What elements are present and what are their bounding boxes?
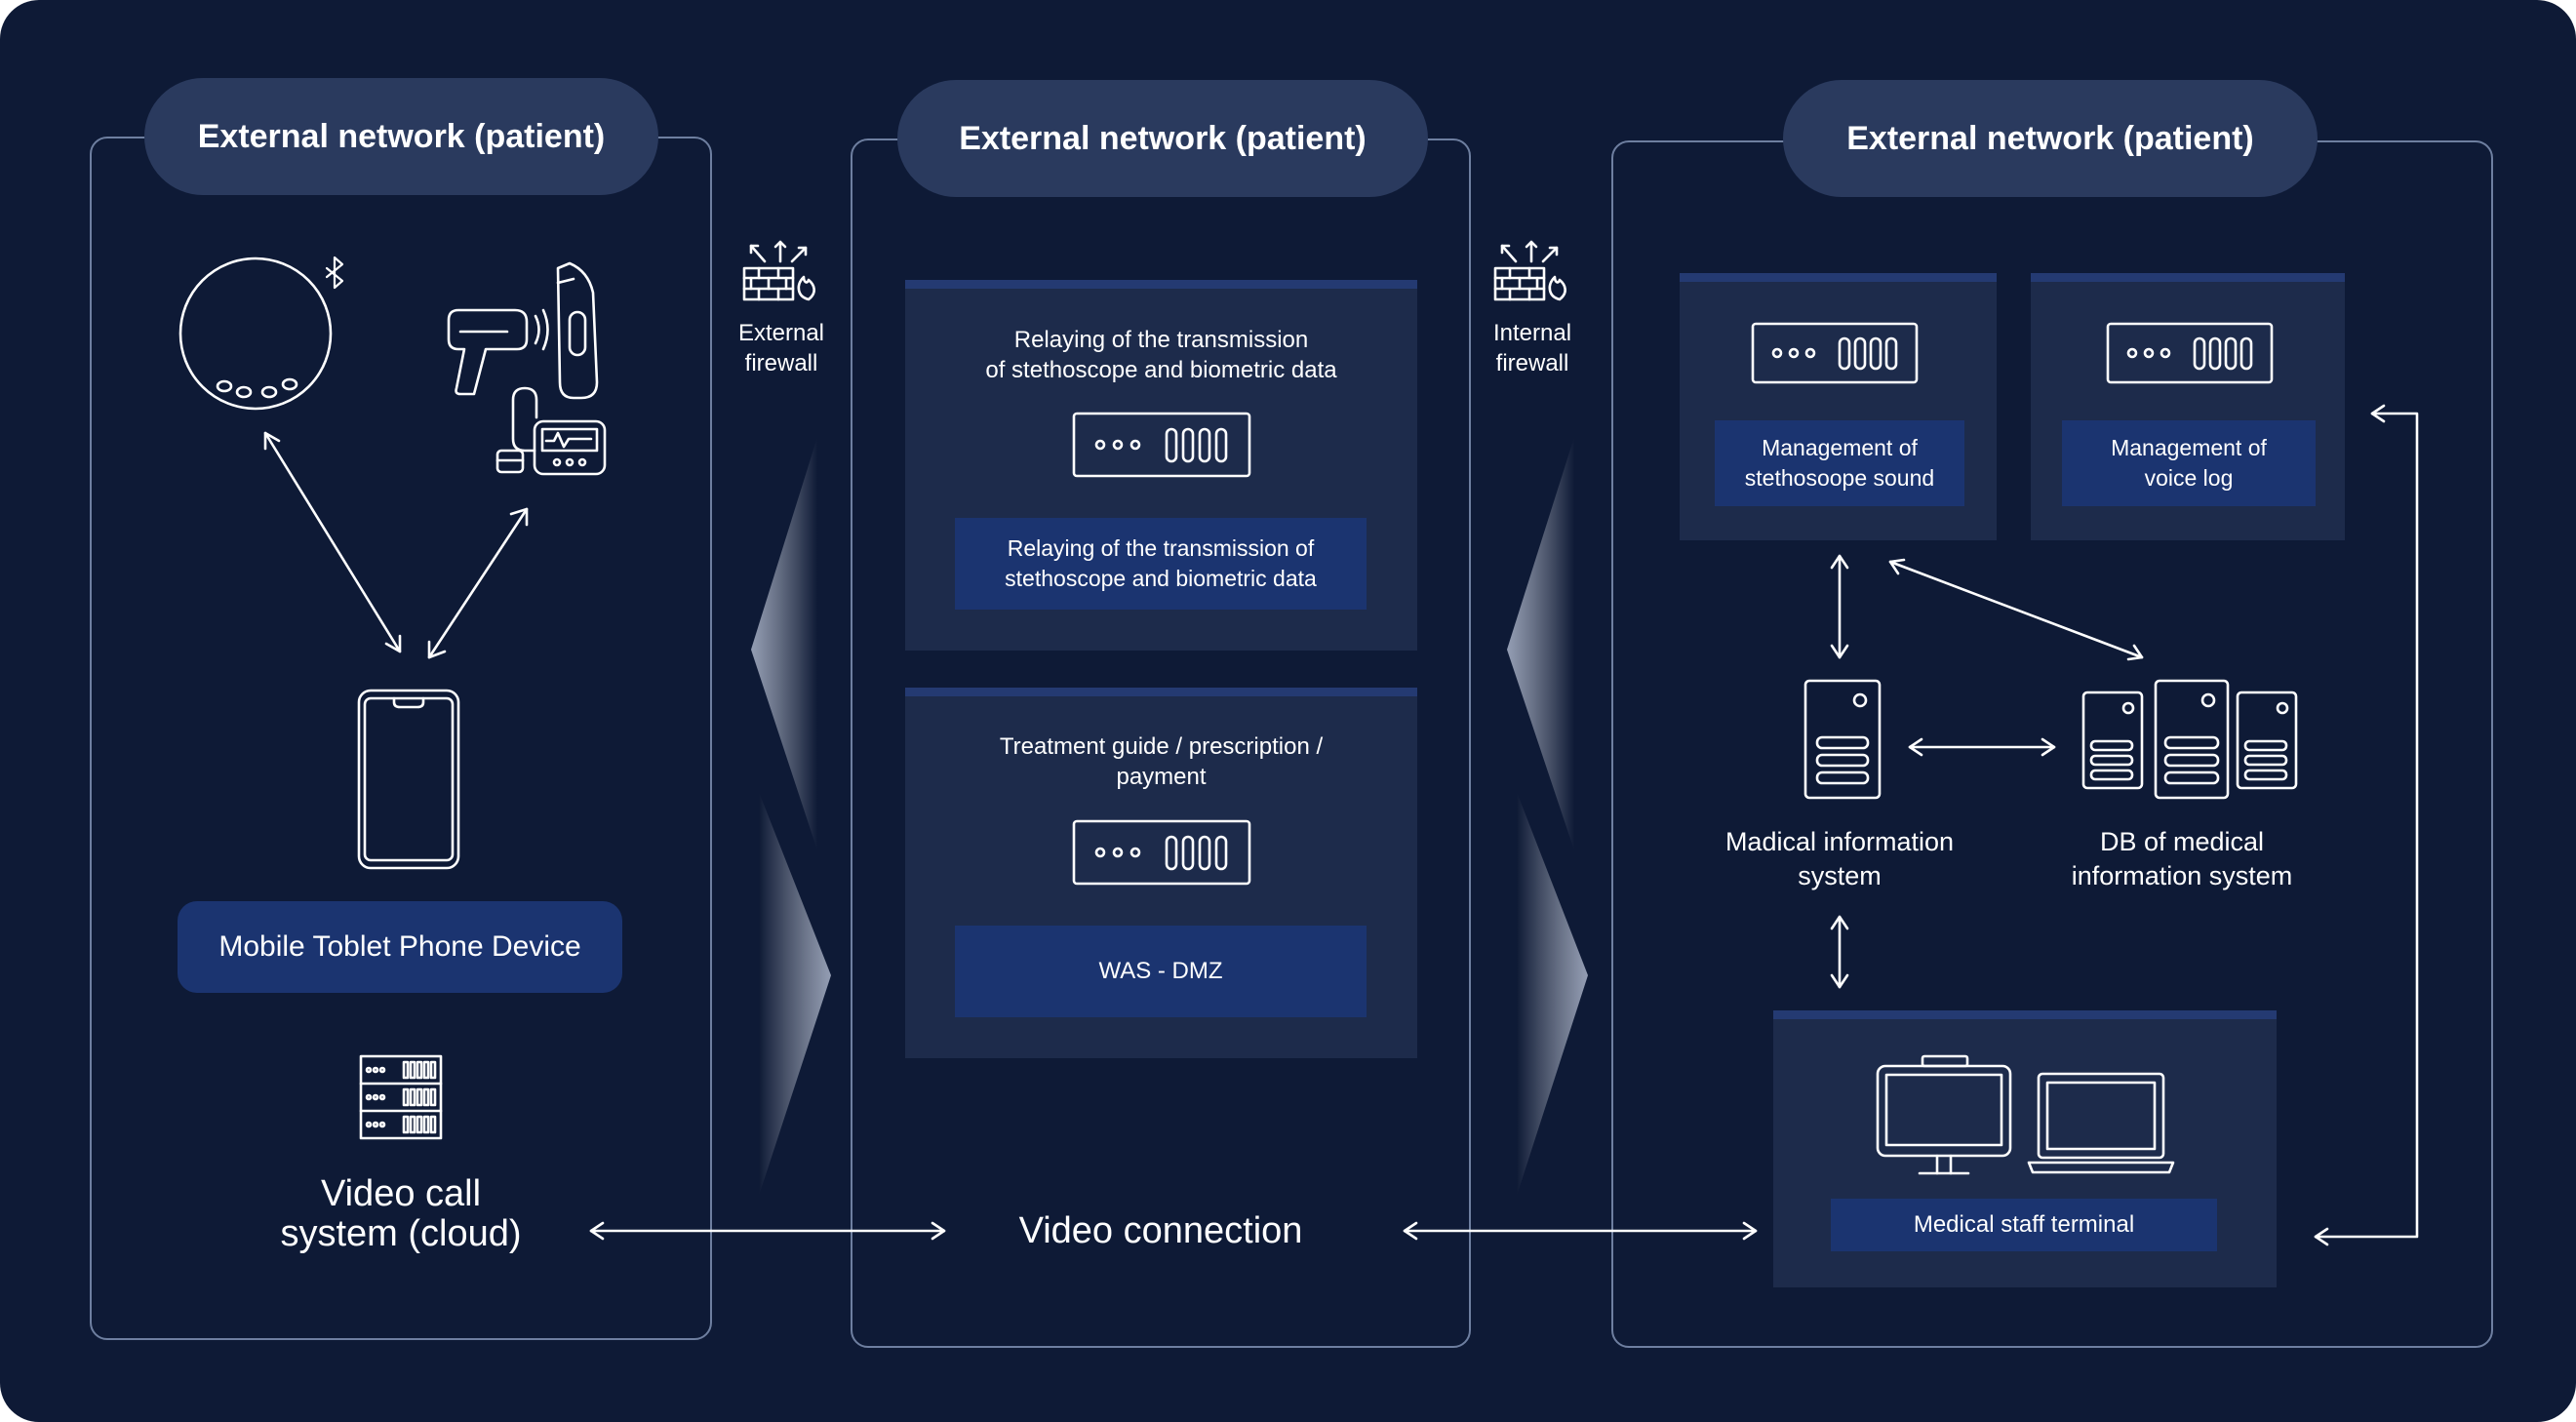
voice-log-server-icon (2106, 322, 2274, 384)
video-connection-label: Video connection (1018, 1210, 1303, 1251)
medical-information-system-label: Madical information system (1684, 825, 1996, 893)
smart-speaker-icon (178, 257, 333, 411)
internal-firewall-wedges (1507, 437, 1588, 1196)
was-dmz-label: WAS - DMZ (955, 926, 1367, 1017)
treatment-heading-line2: payment (1116, 764, 1207, 791)
relay-label: Relaying of the transmission of stethosco… (955, 518, 1367, 610)
external-firewall-label: External firewall (712, 318, 851, 378)
storage-mis-arrow (1830, 554, 1849, 659)
zone-title-middle: External network (patient) (897, 80, 1428, 197)
mis-label-line1: Madical information (1724, 827, 1955, 856)
video-call-line2: system (cloud) (280, 1213, 522, 1255)
relay-heading-line2: of stethoscope and biometric data (985, 357, 1337, 384)
medical-staff-terminal-text: Medical staff terminal (1913, 1210, 2135, 1238)
terminal-feedback-arrow (2314, 404, 2419, 1246)
mobile-device-label-text: Mobile Toblet Phone Device (218, 930, 581, 963)
db-label-line2: information system (2071, 861, 2293, 891)
external-firewall-line2: firewall (744, 350, 818, 377)
internal-firewall-line1: Internal (1492, 320, 1572, 346)
relay-label-line1: Relaying of the transmission of (1007, 534, 1315, 561)
video-connection-arrow (1403, 1221, 1758, 1241)
relay-heading-line1: Relaying of the transmission (1013, 327, 1309, 353)
smartphone-icon (357, 689, 460, 870)
medical-db-label: DB of medical information system (2023, 825, 2341, 893)
stethoscope-sound-label: Management of stethosoope sound (1715, 420, 1964, 506)
internal-firewall-icon (1493, 240, 1566, 301)
internal-firewall-line2: firewall (1495, 350, 1569, 377)
stethoscope-label-line1: Management of (1762, 434, 1918, 460)
mobile-device-label: Mobile Toblet Phone Device (178, 901, 622, 993)
devices-phone-arrow (427, 507, 529, 659)
zone-title-right: External network (patient) (1783, 80, 2318, 197)
was-dmz-label-text: WAS - DMZ (1098, 957, 1223, 984)
external-firewall-line1: External (737, 320, 825, 346)
voice-label-line2: voice log (2144, 465, 2234, 491)
blood-pressure-monitor-icon (495, 386, 607, 476)
mis-terminal-arrow (1830, 915, 1849, 989)
medical-information-system-tower-icon (1803, 679, 1882, 800)
relay-card-heading: Relaying of the transmission of stethosco… (905, 325, 1417, 385)
medical-staff-terminal-label: Medical staff terminal (1831, 1199, 2217, 1251)
cloud-server-rack-icon (359, 1054, 443, 1140)
storage-db-arrow (1888, 558, 2144, 661)
stethoscope-label-line2: stethosoope sound (1744, 465, 1935, 491)
was-server-icon (1072, 819, 1251, 886)
voice-log-label: Management of voice log (2062, 420, 2316, 506)
relay-label-line2: stethoscope and biometric data (1005, 566, 1317, 591)
ear-thermometer-icon (556, 261, 599, 400)
desktop-monitor-icon (1876, 1054, 2012, 1175)
voice-label-line1: Management of (2111, 434, 2267, 460)
internal-firewall-label: Internal firewall (1463, 318, 1602, 378)
video-call-arrow (589, 1221, 946, 1241)
external-firewall-wedges (751, 437, 831, 1196)
laptop-icon (2027, 1072, 2175, 1174)
external-firewall-icon (742, 240, 815, 301)
stethoscope-server-icon (1751, 322, 1919, 384)
bluetooth-icon (325, 256, 344, 290)
relay-server-icon (1072, 412, 1251, 478)
speaker-phone-arrow (263, 431, 402, 653)
treatment-card-heading: Treatment guide / prescription / payment (905, 731, 1417, 792)
mis-label-line2: system (1798, 861, 1882, 891)
database-servers-icon (2081, 679, 2298, 800)
db-label-line1: DB of medical (2099, 827, 2265, 856)
mis-db-arrow (1908, 737, 2056, 757)
thermometer-gun-icon (447, 308, 549, 396)
video-call-line1: Video call (320, 1173, 482, 1214)
treatment-heading-line1: Treatment guide / prescription / (999, 733, 1324, 760)
zone-title-left: External network (patient) (144, 78, 658, 195)
